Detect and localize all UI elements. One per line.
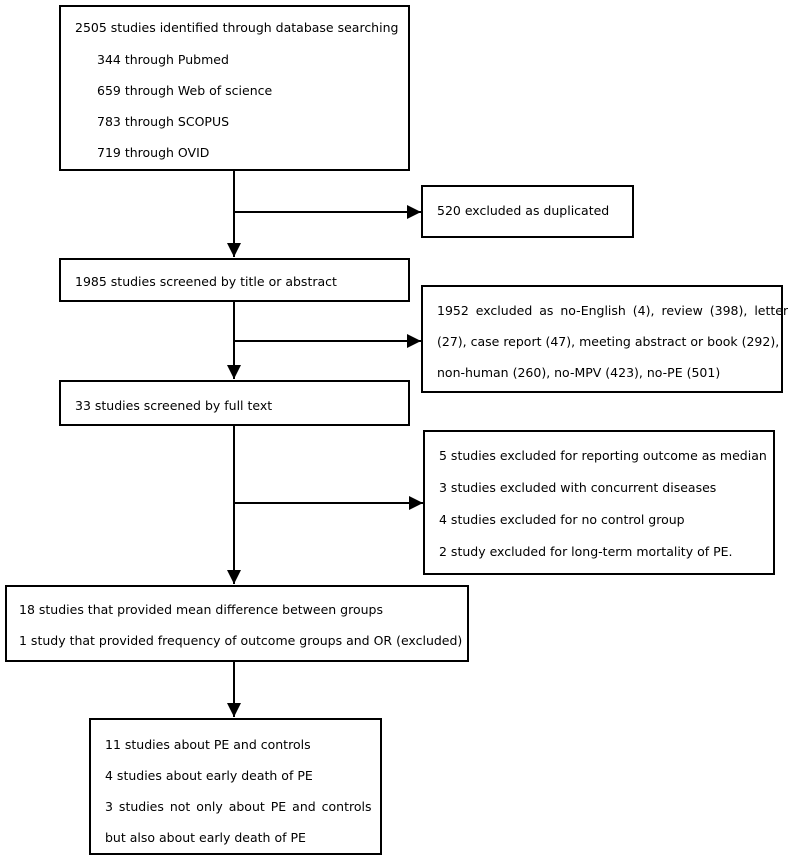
- included-line-2: 4 studies about early death of PE: [105, 768, 313, 783]
- identified-scopus: 783 through SCOPUS: [97, 114, 230, 129]
- excluded-screening-box: 1952 excluded as no-English (4), review …: [421, 285, 788, 393]
- excluded-screening-line-1: 1952 excluded as no-English (4), review …: [437, 303, 788, 318]
- identified-total: 2505 studies identified through database…: [75, 20, 399, 35]
- excluded-fulltext-box: 5 studies excluded for reporting outcome…: [423, 430, 775, 575]
- included-box: 11 studies about PE and controls 4 studi…: [89, 718, 382, 855]
- provided-box: 18 studies that provided mean difference…: [5, 585, 469, 662]
- included-line-1: 11 studies about PE and controls: [105, 737, 311, 752]
- excluded-fulltext-line-1: 5 studies excluded for reporting outcome…: [439, 448, 767, 463]
- duplicates-box: 520 excluded as duplicated: [421, 185, 634, 238]
- excluded-fulltext-line-2: 3 studies excluded with concurrent disea…: [439, 480, 717, 495]
- identified-wos: 659 through Web of science: [97, 83, 273, 98]
- excluded-screening-line-3: non-human (260), no-MPV (423), no-PE (50…: [437, 365, 721, 380]
- screened-box: 1985 studies screened by title or abstra…: [59, 258, 410, 302]
- included-line-3: 3 studies not only about PE and controls: [105, 799, 372, 814]
- included-line-4: but also about early death of PE: [105, 830, 306, 845]
- fulltext-box: 33 studies screened by full text: [59, 380, 410, 426]
- excluded-fulltext-line-3: 4 studies excluded for no control group: [439, 512, 685, 527]
- provided-line-2: 1 study that provided frequency of outco…: [19, 633, 463, 648]
- duplicates-text: 520 excluded as duplicated: [437, 203, 610, 218]
- fulltext-text: 33 studies screened by full text: [75, 398, 273, 413]
- screened-text: 1985 studies screened by title or abstra…: [75, 274, 337, 289]
- identified-ovid: 719 through OVID: [97, 145, 210, 160]
- identified-pubmed: 344 through Pubmed: [97, 52, 229, 67]
- excluded-screening-line-2: (27), case report (47), meeting abstract…: [437, 334, 780, 349]
- excluded-fulltext-line-4: 2 study excluded for long-term mortality…: [439, 544, 733, 559]
- identified-box: 2505 studies identified through database…: [59, 5, 410, 171]
- provided-line-1: 18 studies that provided mean difference…: [19, 602, 383, 617]
